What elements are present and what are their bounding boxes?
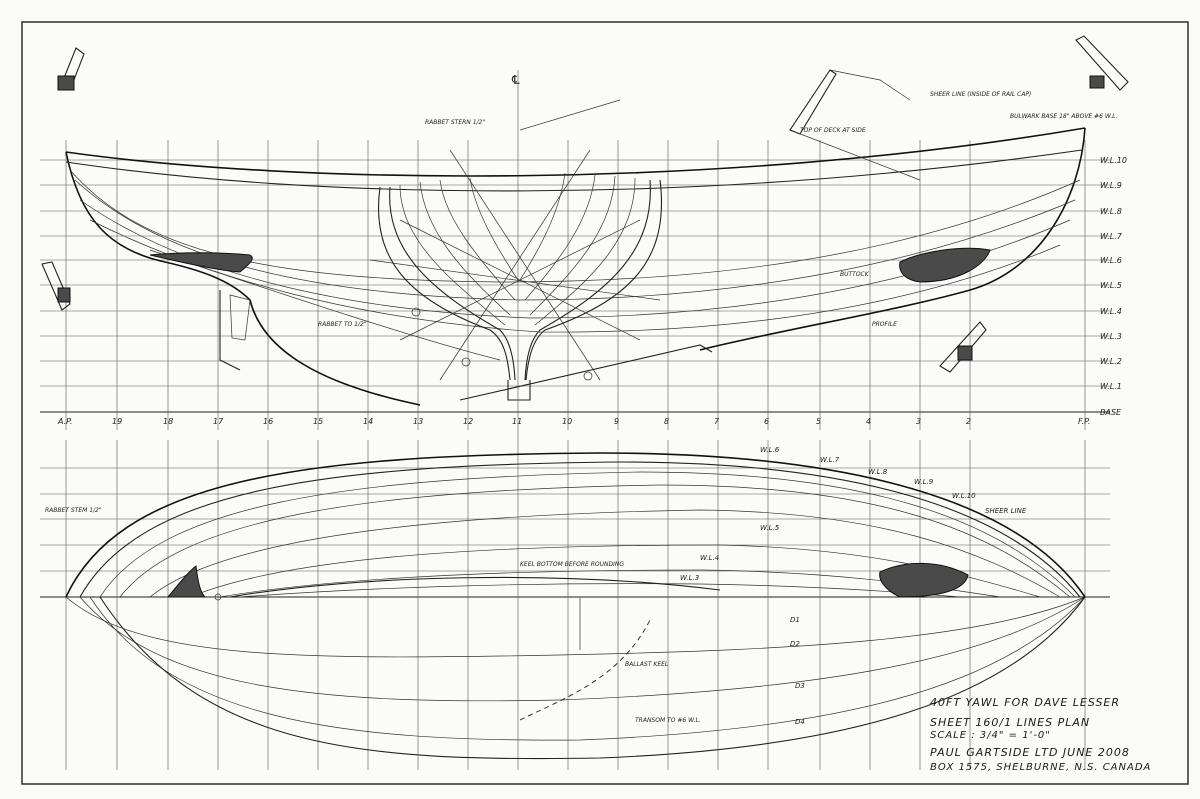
profile-label: PROFILE: [872, 321, 897, 328]
stem-deadwood-hatch: [899, 247, 991, 283]
rabbet-stem-note: RABBET STEM 1/2": [45, 507, 102, 514]
profile-labels: W.L.10 W.L.9 W.L.8 W.L.7 W.L.6 W.L.5 W.L…: [57, 73, 1127, 426]
wl-label: W.L.9: [1100, 181, 1122, 190]
title-address: BOX 1575, SHELBURNE, N.S. CANADA: [930, 762, 1152, 773]
wl-label: W.L.7: [1100, 232, 1123, 241]
station-label: 15: [313, 417, 323, 426]
station-label: 19: [112, 417, 122, 426]
plan-lines: [65, 452, 1086, 760]
wl-label: W.L.10: [1100, 156, 1127, 165]
title-designer: PAUL GARTSIDE LTD JUNE 2008: [930, 746, 1130, 759]
plan-stem-hatch: [879, 562, 969, 598]
diagonal-label: D1: [790, 616, 800, 624]
plan-wl-label: W.L.10: [952, 492, 976, 500]
sheer-note: SHEER LINE (INSIDE OF RAIL CAP): [930, 91, 1031, 98]
station-label: 16: [263, 417, 273, 426]
wl-label: W.L.4: [1100, 307, 1122, 316]
diagonal-label: D4: [795, 718, 805, 726]
stern-deadwood-hatch: [149, 252, 253, 273]
diagonal-note: TRANSOM TO #6 W.L.: [635, 717, 701, 724]
plan-wl-label: W.L.4: [700, 554, 719, 562]
plan-wl-label: W.L.7: [820, 456, 840, 464]
rabbet-stern-note: RABBET STERN 1/2": [425, 119, 485, 126]
ballast-note: BALLAST KEEL: [625, 661, 668, 668]
wl-label: W.L.6: [1100, 256, 1122, 265]
wl-label: W.L.5: [1100, 281, 1122, 290]
station-label: 3: [916, 417, 921, 426]
plan-wl-label: W.L.6: [760, 446, 780, 454]
station-label: 6: [764, 417, 769, 426]
buttock-label: BUTTOCK: [840, 271, 870, 278]
keel-note: KEEL BOTTOM BEFORE ROUNDING: [520, 561, 624, 568]
title-sheet: SHEET 160/1 LINES PLAN: [930, 716, 1091, 729]
bulwark-note: BULWARK BASE 18" ABOVE #6 W.L.: [1010, 113, 1118, 120]
plan-stern-hatch: [166, 565, 207, 598]
wl-label: W.L.1: [1100, 382, 1122, 391]
rabbet-label: RABBET TO 1/2": [318, 321, 367, 328]
plan-sheer-label: SHEER LINE: [985, 507, 1027, 515]
station-label: 8: [664, 417, 669, 426]
plan-wl-label: W.L.5: [760, 524, 780, 532]
station-label: 12: [463, 417, 473, 426]
plan-grid: [40, 440, 1110, 770]
title-scale: SCALE : 3/4" = 1'-0": [930, 730, 1051, 741]
plan-wl-label: W.L.8: [868, 468, 888, 476]
station-label: 4: [866, 417, 871, 426]
station-label: F.P.: [1078, 417, 1090, 426]
station-label: 5: [816, 417, 821, 426]
wl-label: W.L.3: [1100, 332, 1122, 341]
wl-label: W.L.2: [1100, 357, 1122, 366]
station-label: 9: [614, 417, 619, 426]
plan-wl-label: W.L.3: [680, 574, 699, 582]
station-label: 11: [512, 417, 522, 426]
sheet-border: [21, 21, 1189, 785]
wl-label: W.L.8: [1100, 207, 1122, 216]
station-label: 18: [163, 417, 173, 426]
station-label: 14: [363, 417, 373, 426]
top-of-deck-note: TOP OF DECK AT SIDE: [800, 127, 866, 134]
plan-labels: W.L.6 W.L.7 W.L.8 W.L.9 W.L.10 W.L.5 W.L…: [45, 446, 1027, 726]
detail-sketches: [41, 35, 1129, 373]
station-label: 7: [714, 417, 720, 426]
centerline-mark: ℄: [511, 73, 520, 87]
body-plan: [369, 99, 662, 401]
station-label: 10: [562, 417, 572, 426]
diagonal-label: D3: [795, 682, 805, 690]
diagonal-label: D2: [790, 640, 800, 648]
title-project: 40FT YAWL FOR DAVE LESSER: [930, 696, 1121, 709]
plan-wl-label: W.L.9: [914, 478, 934, 486]
profile-lines: [65, 127, 1086, 406]
wl-label: BASE: [1100, 408, 1122, 417]
station-label: 2: [966, 417, 971, 426]
station-label: 17: [213, 417, 224, 426]
station-label: 13: [413, 417, 423, 426]
station-label: A.P.: [57, 417, 72, 426]
